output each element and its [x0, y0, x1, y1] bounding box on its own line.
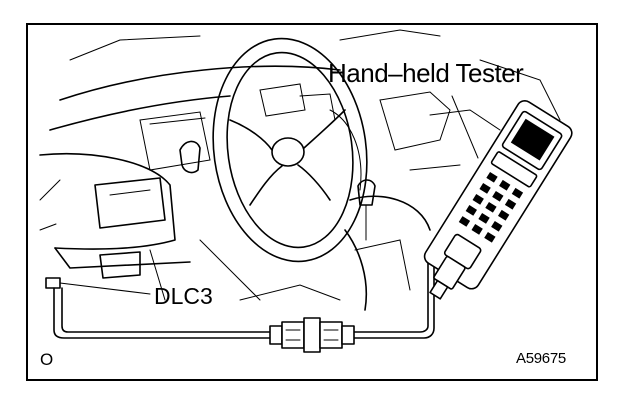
dlc3-leader-line — [59, 282, 151, 295]
tester-leader-line — [451, 95, 479, 159]
figure-code: A59675 — [516, 350, 566, 367]
dlc3-plug — [45, 277, 61, 289]
corner-marker: O — [40, 350, 54, 369]
tester-cable-inner — [61, 261, 429, 333]
tester-keypad — [458, 171, 524, 243]
inline-connector — [269, 317, 355, 353]
tester-label: Hand–held Tester — [328, 58, 524, 88]
dlc3-label: DLC3 — [154, 283, 213, 309]
dlc3-connector — [45, 277, 151, 295]
tester-cable — [53, 261, 435, 339]
dashboard-sketch — [39, 29, 561, 311]
steering-wheel — [212, 37, 368, 263]
figure-frame — [26, 23, 598, 381]
hand-held-tester — [423, 100, 573, 300]
